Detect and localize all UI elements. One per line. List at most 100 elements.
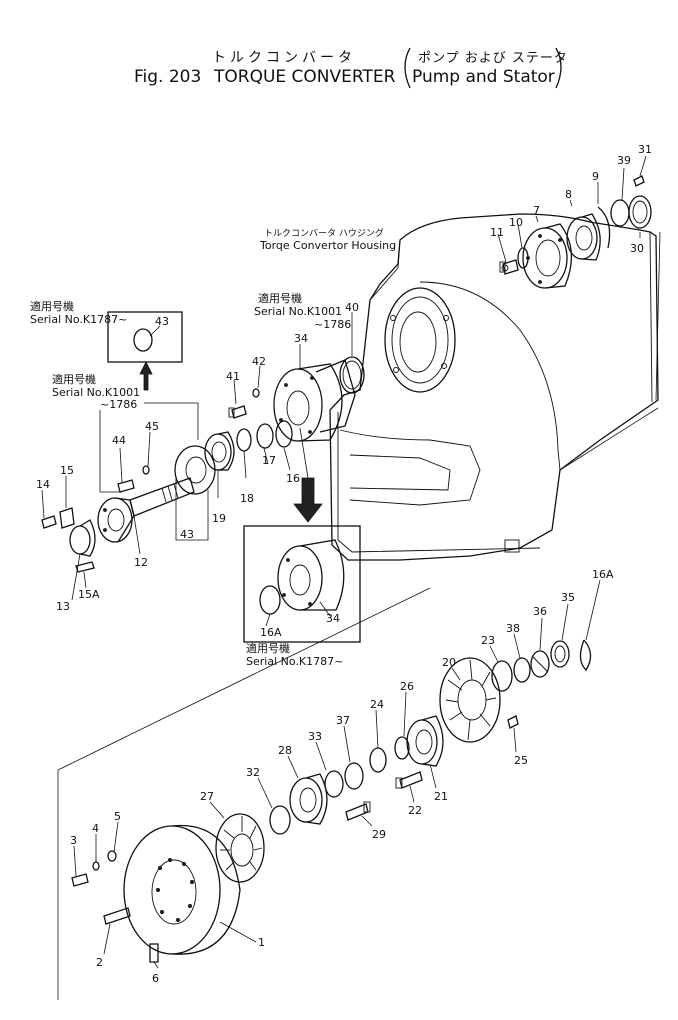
part-13-coupling bbox=[69, 519, 96, 557]
part-12-shaft bbox=[97, 477, 195, 543]
part-14-bolt bbox=[41, 515, 57, 529]
title-paren-left bbox=[404, 47, 411, 89]
part-29-bolt bbox=[345, 801, 371, 821]
part-36-spring bbox=[530, 650, 550, 678]
label-18: 18 bbox=[240, 492, 254, 505]
label-6: 6 bbox=[152, 972, 159, 985]
serial-box-34-lower-jp: 適用号機 bbox=[246, 641, 290, 655]
part-1-drive-plate bbox=[123, 824, 241, 955]
label-42: 42 bbox=[252, 355, 266, 368]
label-36: 36 bbox=[533, 605, 547, 618]
label-15: 15 bbox=[60, 464, 74, 477]
label-13: 13 bbox=[56, 600, 70, 613]
part-7-bearing-cage bbox=[522, 223, 573, 289]
part-8-bearing bbox=[566, 213, 601, 261]
label-16a-lower: 16A bbox=[260, 626, 282, 639]
part-16a-snap-ring bbox=[579, 639, 592, 672]
label-20: 20 bbox=[442, 656, 456, 669]
label-1: 1 bbox=[258, 936, 265, 949]
part-9-snap-ring bbox=[597, 206, 611, 249]
part-21-clutch bbox=[406, 715, 444, 767]
label-34: 34 bbox=[294, 332, 308, 345]
title-sub-japanese: ポンプ および ステータ bbox=[418, 51, 568, 66]
label-2: 2 bbox=[96, 956, 103, 969]
part-28-hub bbox=[289, 773, 328, 825]
label-16a-right: 16A bbox=[592, 568, 614, 581]
title-english: TORQUE CONVERTER bbox=[213, 67, 396, 87]
part-23-race bbox=[491, 660, 513, 692]
label-39: 39 bbox=[617, 154, 631, 167]
arrow-up bbox=[139, 361, 153, 391]
label-28: 28 bbox=[278, 744, 292, 757]
serial-box-34-lower-serial: Serial No.K1787~ bbox=[246, 655, 343, 668]
part-33-ring bbox=[324, 770, 344, 798]
label-38: 38 bbox=[506, 622, 520, 635]
serial-box-43-serial: Serial No.K1787~ bbox=[30, 313, 127, 326]
label-21: 21 bbox=[434, 790, 448, 803]
label-7: 7 bbox=[533, 204, 540, 217]
label-27: 27 bbox=[200, 790, 214, 803]
part-5-washer bbox=[107, 850, 117, 862]
label-32: 32 bbox=[246, 766, 260, 779]
label-37: 37 bbox=[336, 714, 350, 727]
part-42-washer bbox=[252, 388, 260, 398]
label-24: 24 bbox=[370, 698, 384, 711]
serial-box-43-jp: 適用号機 bbox=[30, 299, 74, 313]
label-34-lower: 34 bbox=[326, 612, 340, 625]
leader-lines bbox=[41, 155, 647, 969]
part-32-ring bbox=[269, 805, 291, 835]
part-30-seal bbox=[628, 195, 652, 229]
part-10-oring bbox=[517, 247, 529, 269]
label-17: 17 bbox=[262, 454, 276, 467]
label-33: 33 bbox=[308, 730, 322, 743]
label-35: 35 bbox=[561, 591, 575, 604]
housing-label: トルクコンバータ ハウジング Torqe Convertor Housing bbox=[259, 227, 396, 252]
part-24-ring bbox=[369, 747, 387, 773]
serial-box-34-40: 適用号機 Serial No.K1001 ~1786 bbox=[254, 291, 351, 331]
label-8: 8 bbox=[565, 188, 572, 201]
part-3-bolt bbox=[71, 873, 89, 887]
label-14: 14 bbox=[36, 478, 50, 491]
label-5: 5 bbox=[114, 810, 121, 823]
label-45: 45 bbox=[145, 420, 159, 433]
serial-box-44-range: ~1786 bbox=[100, 398, 137, 411]
part-17-ring bbox=[256, 423, 274, 449]
serial-box-34-lower: 適用号機 Serial No.K1787~ bbox=[243, 525, 361, 668]
part-number-labels: 7 8 9 10 11 39 31 30 40 34 42 41 45 44 1… bbox=[36, 143, 652, 985]
serial-box-34-serial: Serial No.K1001 bbox=[254, 305, 342, 318]
title-block: トルクコンバータ Fig. 203 TORQUE CONVERTER ポンプ お… bbox=[134, 47, 568, 89]
label-22: 22 bbox=[408, 804, 422, 817]
part-27-pump-impeller bbox=[215, 813, 265, 883]
label-16: 16 bbox=[286, 472, 300, 485]
part-25-key bbox=[507, 715, 519, 729]
part-44-bolt bbox=[117, 479, 135, 493]
part-20-stator bbox=[439, 657, 501, 743]
label-43-bottom: 43 bbox=[180, 528, 194, 541]
label-31: 31 bbox=[638, 143, 652, 156]
title-paren-right bbox=[555, 47, 562, 89]
frame-line-lower-left bbox=[57, 587, 431, 771]
housing-label-japanese: トルクコンバータ ハウジング bbox=[264, 227, 384, 239]
part-45-washer bbox=[142, 465, 150, 475]
part-6-bolt bbox=[149, 943, 159, 963]
label-30: 30 bbox=[630, 242, 644, 255]
label-3: 3 bbox=[70, 834, 77, 847]
part-18-ring bbox=[236, 428, 252, 452]
part-15-lock-plate bbox=[59, 507, 75, 529]
arrow-down bbox=[293, 477, 323, 523]
label-15a: 15A bbox=[78, 588, 100, 601]
title-sub-english: Pump and Stator bbox=[412, 67, 555, 87]
label-44: 44 bbox=[112, 434, 126, 447]
part-40-oring bbox=[339, 356, 365, 394]
serial-box-44-jp: 適用号機 bbox=[52, 372, 96, 386]
label-43-top: 43 bbox=[155, 315, 169, 328]
part-35-ring bbox=[550, 640, 570, 668]
part-26-ring bbox=[394, 736, 410, 760]
label-11: 11 bbox=[490, 226, 504, 239]
label-29: 29 bbox=[372, 828, 386, 841]
label-19: 19 bbox=[212, 512, 226, 525]
part-22-bolt bbox=[395, 771, 423, 789]
part-43-flange bbox=[174, 445, 216, 541]
label-10: 10 bbox=[509, 216, 523, 229]
